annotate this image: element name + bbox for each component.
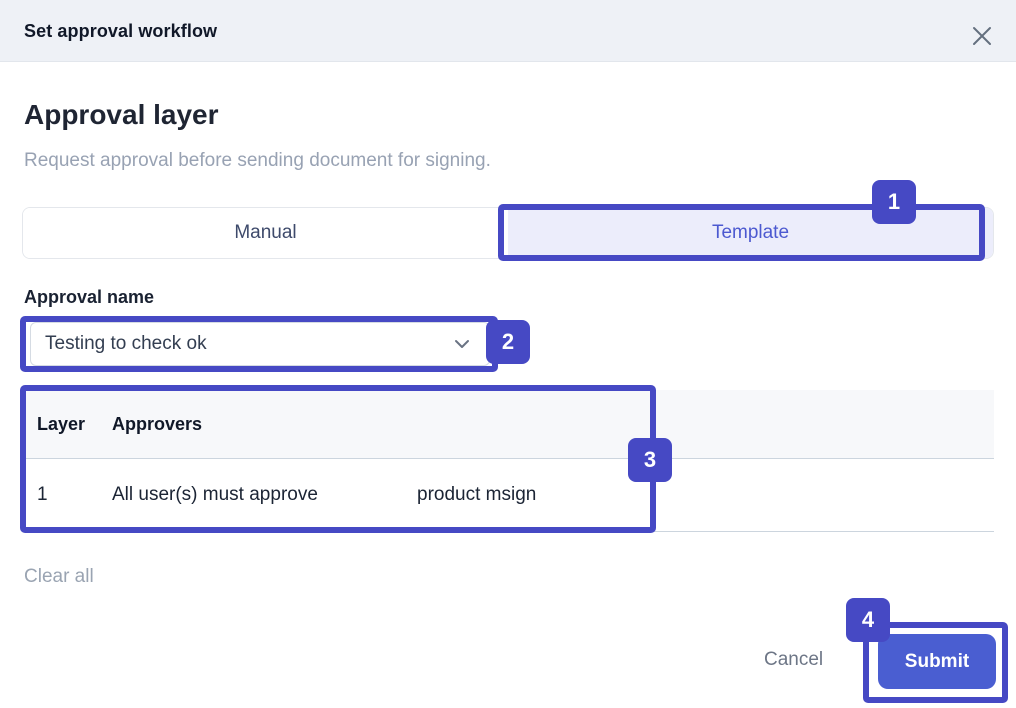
close-icon (973, 27, 991, 45)
modal-header: Set approval workflow (0, 0, 1016, 62)
table-header-approvers: Approvers (112, 413, 203, 434)
page-title: Approval layer (24, 99, 219, 130)
cell-approver-name: product msign (417, 484, 537, 505)
close-button[interactable] (968, 22, 996, 50)
modal-title: Set approval workflow (24, 20, 218, 41)
annotation-badge-2: 2 (486, 320, 530, 364)
page-subtitle: Request approval before sending document… (24, 150, 491, 171)
approval-name-select[interactable]: Testing to check ok (30, 322, 490, 366)
table-row: 1 All user(s) must approve product msign (24, 459, 994, 532)
cancel-button[interactable]: Cancel (764, 649, 824, 670)
cell-layer-number: 1 (37, 484, 48, 505)
approval-mode-tabs: Manual Template (22, 207, 994, 259)
chevron-down-icon (451, 333, 473, 355)
clear-all-link[interactable]: Clear all (24, 566, 94, 587)
approvers-table: Layer Approvers 1 All user(s) must appro… (24, 390, 994, 532)
table-header-layer: Layer (37, 413, 86, 434)
table-header-row: Layer Approvers (24, 390, 994, 459)
tab-template[interactable]: Template (508, 208, 993, 258)
approval-name-selected-value: Testing to check ok (45, 333, 207, 354)
approval-name-label: Approval name (24, 287, 155, 307)
submit-button[interactable]: Submit (878, 634, 996, 689)
tab-manual[interactable]: Manual (23, 208, 508, 258)
cell-approval-rule: All user(s) must approve (112, 484, 318, 505)
